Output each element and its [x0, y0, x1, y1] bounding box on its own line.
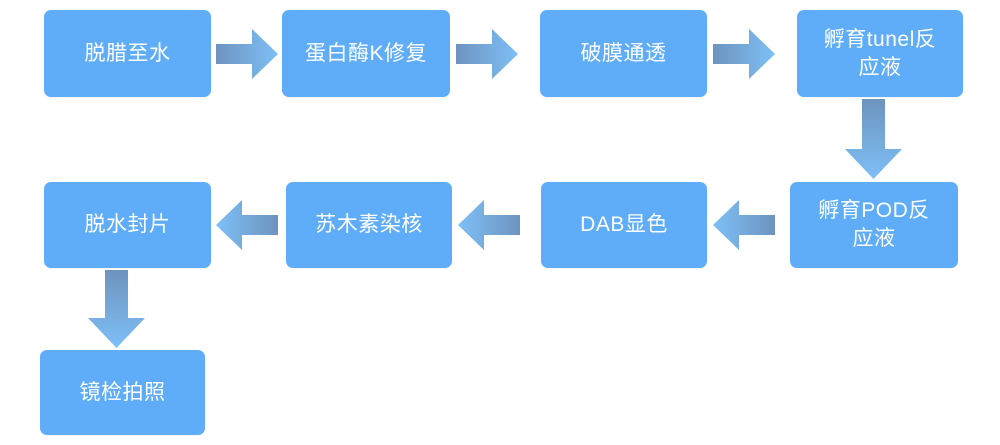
node-label: 蛋白酶K修复: [304, 41, 427, 65]
arrow-left-icon-e7: [216, 200, 278, 250]
node-label: 破膜通透: [580, 41, 667, 65]
flow-node-dab-staining[interactable]: DAB显色: [541, 182, 707, 268]
flow-node-dehydrate-mount[interactable]: 脱水封片: [44, 182, 211, 268]
flow-node-tuola-zhishui[interactable]: 脱腊至水: [44, 10, 211, 97]
arrow-down-icon-e4: [845, 99, 902, 179]
arrow-down-icon-e8: [88, 270, 145, 348]
arrow-right-icon-e2: [456, 29, 518, 79]
node-label: 脱水封片: [84, 213, 171, 236]
flow-node-proteinase-k[interactable]: 蛋白酶K修复: [282, 10, 450, 97]
node-label: 孵育POD反 应液: [818, 199, 930, 250]
flow-node-permeabilization[interactable]: 破膜通透: [540, 10, 707, 97]
node-label: DAB显色: [580, 213, 668, 236]
flow-node-microscopy-photo[interactable]: 镜检拍照: [40, 350, 205, 435]
node-label: 镜检拍照: [79, 380, 166, 404]
arrow-left-icon-e5: [713, 200, 775, 250]
node-label: 苏木素染核: [315, 213, 423, 236]
node-label: 孵育tunel反 应液: [823, 27, 937, 79]
flow-node-hematoxylin[interactable]: 苏木素染核: [286, 182, 452, 268]
node-label: 脱腊至水: [84, 41, 171, 65]
flow-node-incubate-tunel[interactable]: 孵育tunel反 应液: [797, 10, 963, 97]
flow-node-incubate-pod[interactable]: 孵育POD反 应液: [790, 182, 958, 268]
arrow-right-icon-e3: [713, 29, 775, 79]
arrow-left-icon-e6: [458, 200, 520, 250]
arrow-right-icon-e1: [216, 29, 278, 79]
